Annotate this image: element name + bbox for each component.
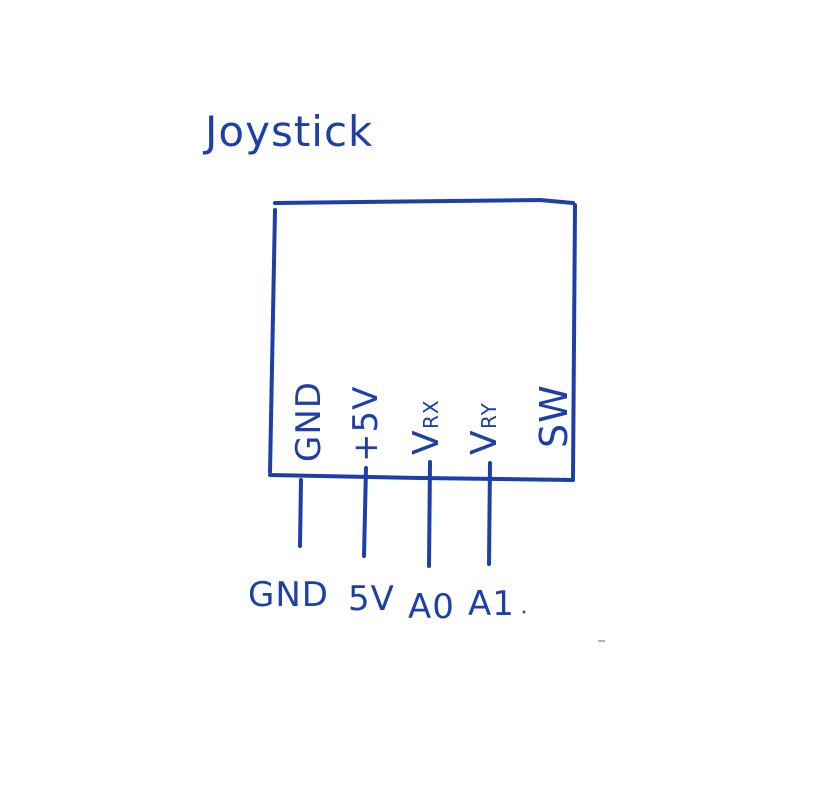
connection-label-a0: A0 [408, 587, 455, 627]
wire-a0 [427, 460, 432, 568]
connection-labels: GND 5V A0 A1 [248, 575, 515, 627]
stray-dot [522, 610, 526, 614]
connection-label-a1: A1 [468, 584, 515, 624]
pin-label-vrx-subscript: RX [419, 399, 443, 429]
diagram-title: Joystick [202, 107, 373, 156]
pin-label-gnd: GND [289, 381, 329, 462]
wire-a1 [487, 461, 492, 566]
pin-label-vrx: V RX [406, 399, 447, 455]
connection-label-gnd: GND [248, 575, 329, 615]
joystick-module-box [268, 197, 577, 482]
pin-label-vry-subscript: RY [477, 402, 501, 429]
pin-wires [298, 460, 492, 568]
module-pin-labels: GND +5V V RX V RY SW [289, 381, 576, 462]
wire-5v [362, 466, 368, 558]
pin-label-5v: +5V [346, 386, 386, 462]
pin-label-sw: SW [532, 384, 576, 448]
pin-label-vry: V RY [464, 402, 505, 455]
connection-label-5v: 5V [348, 579, 395, 619]
wire-gnd [298, 478, 303, 548]
pin-label-vry-main: V [464, 429, 505, 455]
pin-label-vrx-main: V [406, 429, 447, 455]
